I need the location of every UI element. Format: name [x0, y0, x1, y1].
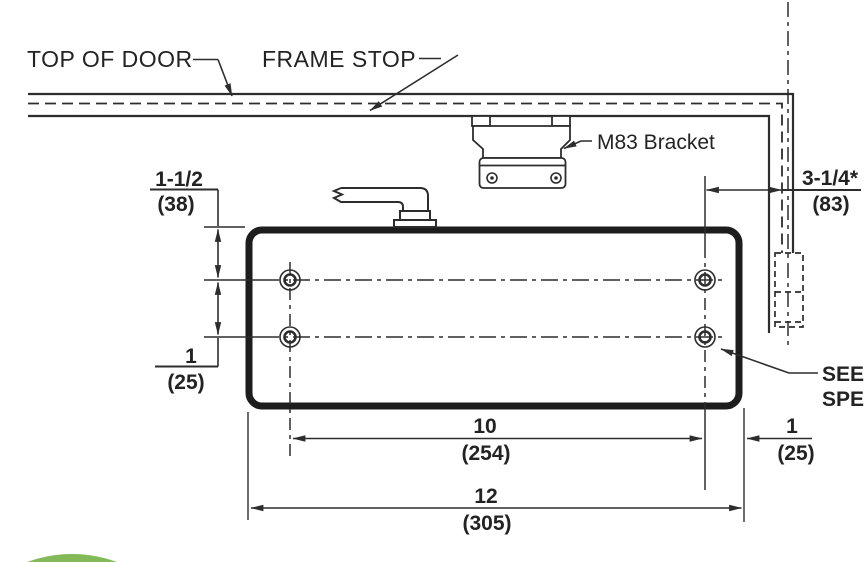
see-note-line1: SEE [822, 363, 864, 386]
top-of-door-label: TOP OF DOOR [27, 46, 193, 72]
mounting-hole-top-right [694, 269, 716, 291]
arm-broken-outline [331, 187, 429, 212]
bracket-tab-left [471, 115, 491, 127]
bracket-upper-body [472, 125, 571, 159]
door-top-hidden-line [28, 102, 783, 253]
bracket-tab-right [551, 115, 571, 127]
dim-hole-span-mm: (254) [461, 442, 510, 465]
mounting-holes [279, 269, 716, 348]
dimension-lines [150, 186, 861, 522]
dim-edge-offset-in: 1 [786, 415, 798, 438]
frame-stop-line [28, 114, 771, 333]
spindle-cap-top [399, 210, 431, 221]
dim-top-offset-mm: (38) [157, 193, 194, 216]
dim-hole-span-in: 10 [473, 415, 496, 438]
dim-top-offset-in: 1-1/2 [155, 168, 203, 191]
top-of-door-leader-arrow [217, 59, 233, 97]
bracket-screw-left [486, 172, 498, 184]
green-certification-logo [27, 554, 117, 562]
closer-arm [331, 187, 437, 228]
see-note-line2: SPE [822, 388, 864, 411]
bracket-screw-left-center [490, 176, 494, 180]
hinge-leaf-rect [774, 252, 804, 328]
m83-bracket-label: M83 Bracket [597, 131, 715, 154]
mounting-hole-bottom-left [279, 326, 301, 348]
mounting-hole-bottom-right [694, 326, 716, 348]
mounting-hole-top-left [279, 269, 301, 291]
spindle-cap-flange [393, 219, 437, 228]
centerlines [262, 176, 723, 490]
dim-body-width-in: 12 [474, 485, 497, 508]
m83-bracket-leader-arrow [563, 140, 592, 150]
frame-stop-label: FRAME STOP [262, 46, 416, 72]
dim-edge-offset-mm: (25) [777, 442, 814, 465]
bracket-screw-right-center [554, 176, 558, 180]
closer-body [245, 226, 743, 410]
frame-lines [28, 2, 795, 345]
frame-outer-line [28, 92, 795, 253]
text-labels: TOP OF DOOR FRAME STOP M83 Bracket 1-1/2… [27, 46, 864, 535]
frame-stop-leader-arrow [369, 54, 459, 112]
see-note-leader-arrow [720, 348, 818, 374]
dim-frame-offset-mm: (83) [812, 193, 849, 216]
dim-row-gap-in: 1 [185, 345, 197, 368]
hinge-hidden-outline [774, 252, 804, 328]
dim-body-width-mm: (305) [462, 512, 511, 535]
m83-bracket [471, 115, 571, 189]
bracket-screw-right [550, 172, 562, 184]
dim-row-gap-mm: (25) [167, 371, 204, 394]
leader-lines [193, 54, 818, 374]
dim-frame-offset-in: 3-1/4* [802, 167, 859, 190]
